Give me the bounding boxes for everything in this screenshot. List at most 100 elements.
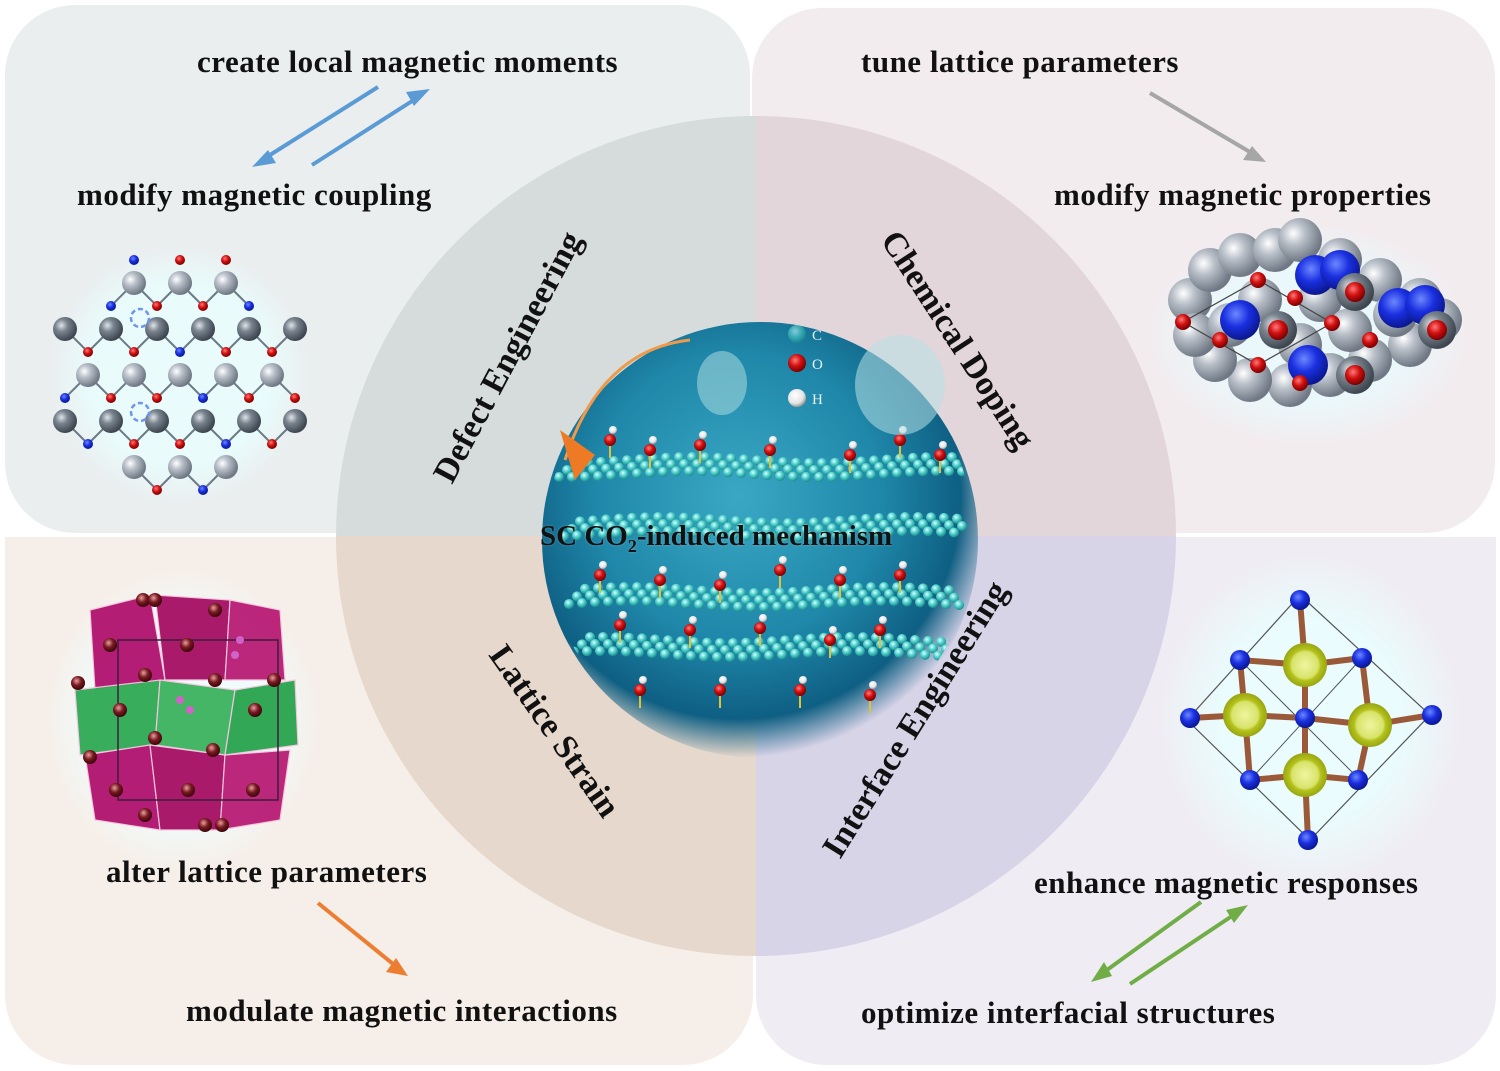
oxygen-atom <box>1250 272 1266 288</box>
oxygen-atom <box>1212 332 1228 348</box>
nitrogen-atom <box>244 301 254 311</box>
legend-hydrogen-icon <box>788 389 806 407</box>
oxygen-atom <box>152 393 162 403</box>
interface-unit-cell-figure <box>1160 555 1460 885</box>
bubble <box>697 351 747 415</box>
oxygen-atom <box>129 439 139 449</box>
anion-atom <box>1295 708 1315 728</box>
oxygen-atom <box>83 750 97 764</box>
oxygen-atom <box>824 634 836 646</box>
arrowhead-icon <box>252 150 276 167</box>
hydrogen-atom <box>769 436 777 444</box>
legend-oxygen-label: O <box>812 357 823 373</box>
arrowhead-icon <box>386 958 408 976</box>
oxygen-atom <box>215 818 229 832</box>
metal-atom <box>283 317 307 341</box>
hydrogen-atom <box>719 676 727 684</box>
oxygen-atom <box>1268 320 1288 340</box>
arrowhead-icon <box>1091 962 1112 982</box>
vacancy-icon <box>129 401 151 423</box>
oxygen-atom <box>614 619 626 631</box>
oxygen-atom <box>129 347 139 357</box>
oxygen-atom <box>684 624 696 636</box>
nitrogen-atom <box>83 439 93 449</box>
oxygen-atom <box>1345 282 1365 302</box>
oxygen-atom <box>1427 320 1447 340</box>
br-text-top: enhance magnetic responses <box>1034 865 1419 900</box>
hydrogen-atom <box>699 431 707 439</box>
metal-atom <box>122 455 146 479</box>
guest-atom <box>236 636 244 644</box>
oxygen-atom <box>654 574 666 586</box>
host-atom <box>1328 308 1372 352</box>
metal-atom <box>99 317 123 341</box>
green-octahedron <box>224 679 299 756</box>
hydrogen-atom <box>619 611 627 619</box>
bl-forward-arrow <box>316 901 408 976</box>
legend-carbon-label: C <box>812 328 822 344</box>
hydrogen-atom <box>779 556 787 564</box>
legend-carbon-icon <box>788 325 806 343</box>
oxygen-atom <box>1250 357 1266 373</box>
oxygen-atom <box>175 255 185 265</box>
oxygen-atom <box>1324 315 1340 331</box>
arrowhead-icon <box>1243 146 1266 162</box>
nitrogen-atom <box>106 301 116 311</box>
tr-forward-arrow <box>1148 91 1266 162</box>
oxygen-atom <box>148 731 162 745</box>
anion-atom <box>1352 648 1372 668</box>
nitrogen-atom <box>198 485 208 495</box>
oxygen-atom <box>181 783 195 797</box>
green-octahedron <box>154 679 236 756</box>
br-bidirectional-arrow <box>1091 900 1248 986</box>
oxygen-atom <box>934 449 946 461</box>
metal-atom <box>237 409 261 433</box>
oxygen-atom <box>267 439 277 449</box>
host-atom <box>1218 233 1262 277</box>
metal-atom <box>145 409 169 433</box>
cation-atom <box>1223 693 1267 737</box>
metal-atom <box>122 363 146 387</box>
metal-atom <box>99 409 123 433</box>
metal-atom <box>237 317 261 341</box>
oxygen-atom <box>198 301 208 311</box>
metal-atom <box>191 317 215 341</box>
octahedral-framework-figure <box>47 570 317 870</box>
oxygen-atom <box>1175 314 1191 330</box>
vacancy-icon <box>129 307 151 329</box>
anion-atom <box>1240 770 1260 790</box>
orange-arrowhead-icon <box>560 430 595 480</box>
oxygen-atom <box>103 638 117 652</box>
hydrogen-atom <box>879 616 887 624</box>
anion-atom <box>1230 650 1250 670</box>
metal-atom <box>168 363 192 387</box>
oxygen-atom <box>71 676 85 690</box>
oxygen-atom <box>244 393 254 403</box>
hydrogen-atom <box>639 676 647 684</box>
metal-atom <box>260 363 284 387</box>
oxygen-atom <box>1362 332 1378 348</box>
anion-atom <box>1290 590 1310 610</box>
arrowhead-icon <box>1226 905 1248 923</box>
doped-crystal-figure <box>1148 218 1468 445</box>
tl-text-bottom: modify magnetic coupling <box>77 177 432 212</box>
oxygen-atom <box>874 624 886 636</box>
metal-atom <box>122 271 146 295</box>
oxygen-atom <box>844 449 856 461</box>
metal-atom <box>76 363 100 387</box>
tr-text-top: tune lattice parameters <box>861 44 1179 79</box>
legend-hydrogen-label: H <box>812 392 823 408</box>
graphene-layer <box>559 512 967 542</box>
oxygen-atom <box>248 703 262 717</box>
graphene-layer <box>569 632 959 662</box>
oxygen-atom <box>714 579 726 591</box>
oxygen-atom <box>644 444 656 456</box>
hydrogen-atom <box>599 561 607 569</box>
nitrogen-atom <box>221 439 231 449</box>
unit-cell-outline <box>117 639 279 801</box>
oxygen-atom <box>604 434 616 446</box>
oxygen-atom <box>634 684 646 696</box>
oxygen-atom <box>1287 290 1303 306</box>
nitrogen-atom <box>198 393 208 403</box>
oxygen-atom <box>267 673 281 687</box>
